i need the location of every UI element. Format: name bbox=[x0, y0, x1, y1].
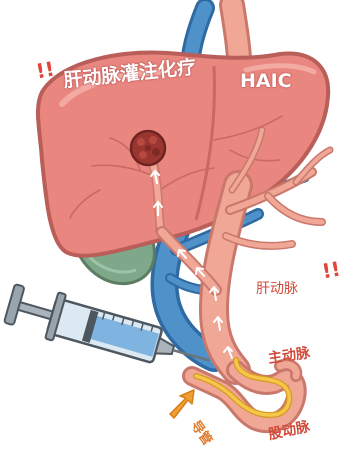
haic-label: HAIC bbox=[240, 70, 292, 92]
hepatic-artery-label: 肝动脉 bbox=[256, 278, 298, 298]
exclamation-mark-left: !! bbox=[34, 57, 56, 84]
orange-arrow-icon bbox=[170, 390, 194, 418]
tumor-icon bbox=[131, 131, 165, 165]
exclamation-mark-right: !! bbox=[320, 257, 342, 284]
